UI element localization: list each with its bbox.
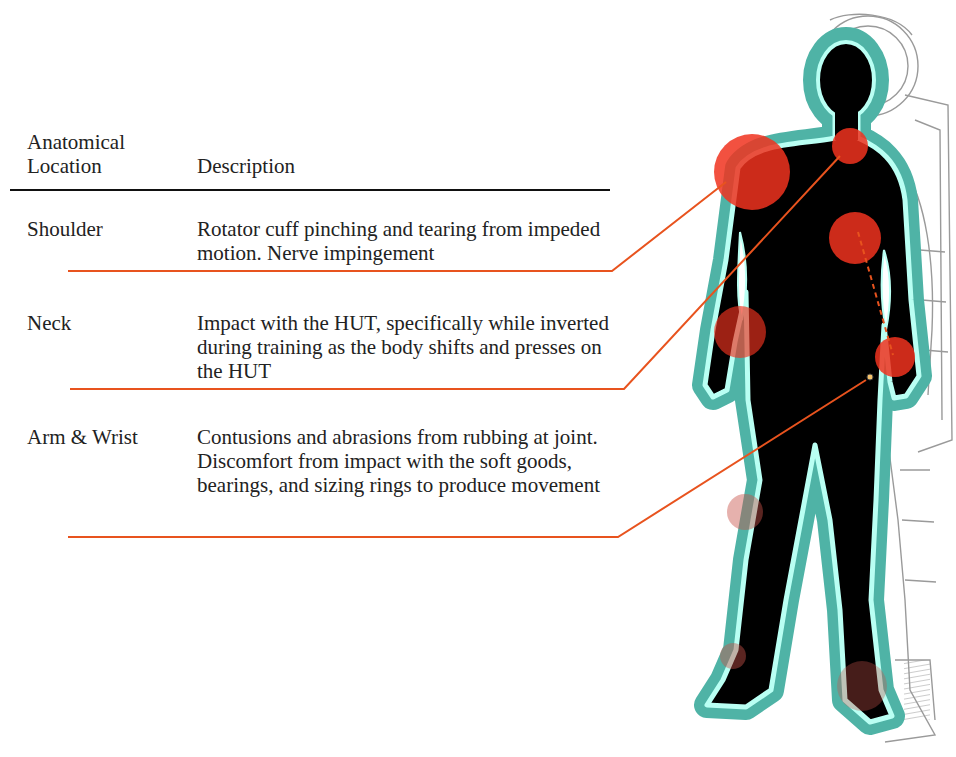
injury-spots <box>714 128 915 711</box>
leader-line <box>68 182 726 271</box>
column-heading: Anatomical Location <box>27 130 145 178</box>
injury-description: Impact with the HUT, specifically while … <box>197 311 615 383</box>
column-heading: Description <box>197 154 295 178</box>
anatomical-location: Arm & Wrist <box>27 425 187 449</box>
anatomical-location: Neck <box>27 311 187 335</box>
leader-line <box>70 156 840 389</box>
body-silhouette <box>705 38 919 722</box>
header-rule <box>10 189 610 191</box>
injury-description: Contusions and abrasions from rubbing at… <box>197 425 615 497</box>
anatomical-location: Shoulder <box>27 217 187 241</box>
leader-line <box>68 380 866 537</box>
injury-description: Rotator cuff pinching and tearing from i… <box>197 217 615 265</box>
